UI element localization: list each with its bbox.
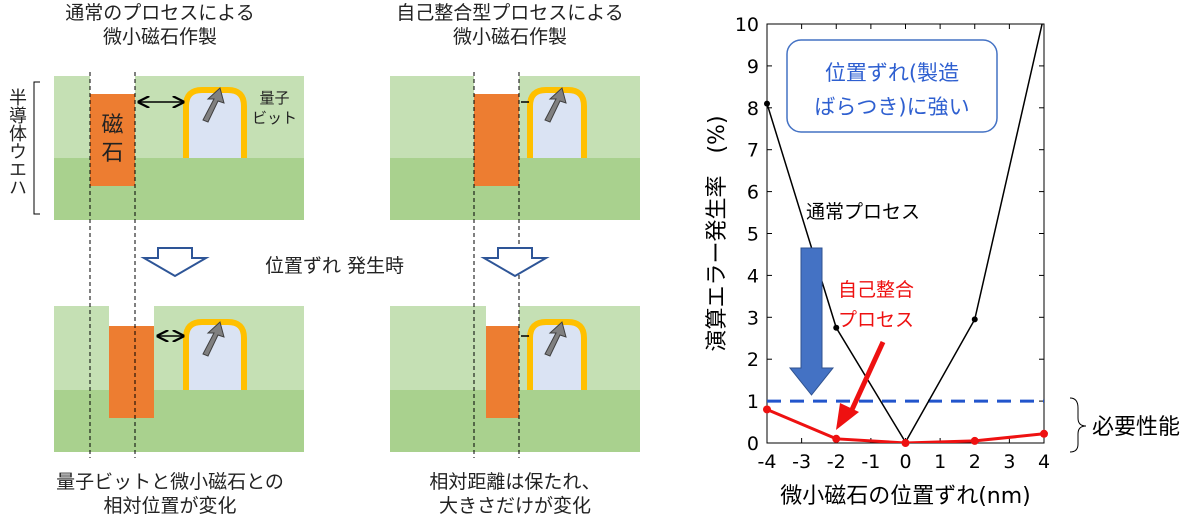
y-tick-label: 8 (747, 98, 759, 120)
self-title-line2: 微小磁石作製 (452, 26, 567, 48)
spin-arrow-icon (544, 321, 567, 357)
qubit (527, 87, 587, 158)
self-aligned-process-title: 自己整合型プロセスによる 微小磁石作製 (370, 1, 650, 49)
qubit-label-line1: 量子 (259, 89, 290, 107)
down-arrow-icon (480, 247, 550, 278)
data-point (971, 316, 978, 323)
y-tick-label: 10 (735, 14, 759, 36)
x-tick-label: 2 (969, 451, 981, 473)
normal-caption-line2: 相対位置が変化 (103, 495, 237, 517)
threshold-bracket (1069, 397, 1087, 453)
qubit (183, 87, 247, 158)
self-title-line1: 自己整合型プロセスによる (396, 2, 624, 24)
qubit (183, 319, 247, 390)
normal-aligned-block (54, 76, 304, 220)
x-tick-label: 4 (1038, 451, 1050, 473)
x-tick-label: -1 (861, 451, 880, 473)
qubit-label: 量子 ビット (252, 88, 297, 128)
red-arrow-head-icon (836, 403, 859, 430)
callout-line2: ばらつき)に強い (814, 95, 969, 119)
magnet (109, 326, 154, 418)
process-schematic (33, 72, 640, 458)
magnet-label-line2: 石 (101, 141, 124, 166)
data-point (832, 434, 841, 443)
callout-box (786, 39, 998, 133)
self-misaligned-block (390, 306, 640, 452)
y-tick-label: 5 (747, 224, 759, 246)
normal-title-line1: 通常のプロセスによる (65, 2, 255, 24)
x-tick-label: -4 (758, 451, 777, 473)
wafer-bracket (33, 81, 40, 215)
qubit (527, 319, 587, 390)
magnet (90, 94, 135, 186)
misalignment-label: 位置ずれ 発生時 (265, 255, 405, 277)
data-point (1040, 429, 1048, 438)
qubit-label-line2: ビット (252, 109, 298, 127)
y-tick-label: 0 (747, 433, 759, 455)
series-line-2 (767, 408, 1044, 443)
normal-misaligned-block (54, 306, 304, 452)
down-arrow-icon (788, 247, 835, 396)
x-tick-label: 3 (1003, 451, 1015, 473)
self-aligned-block (390, 76, 640, 220)
magnet-label: 磁 石 (90, 112, 135, 168)
x-tick-label: 1 (934, 451, 946, 473)
x-tick-label: 0 (899, 451, 911, 473)
y-tick-label: 4 (747, 265, 759, 287)
x-axis-label: 微小磁石の位置ずれ(nm) (780, 484, 1031, 509)
x-tick-label: -3 (792, 451, 811, 473)
normal-process-title: 通常のプロセスによる 微小磁石作製 (40, 1, 280, 49)
normal-title-line2: 微小磁石作製 (102, 26, 217, 48)
y-tick-label: 6 (747, 182, 759, 204)
data-point (764, 100, 770, 107)
normal-caption-line1: 量子ビットと微小磁石との (56, 471, 284, 493)
callout-line1: 位置ずれ(製造 (825, 61, 959, 85)
y-axis-label: 演算エラー発生率 (%) (705, 115, 730, 351)
magnet-label-line1: 磁 (101, 113, 124, 138)
self-process-label-2: プロセス (838, 309, 914, 331)
data-point (763, 405, 771, 414)
self-caption: 相対距離は保たれ、 大きさだけが変化 (390, 470, 640, 518)
normal-process-label: 通常プロセス (806, 201, 920, 223)
magnet (474, 94, 519, 186)
wafer-label: 半導体ウエハ (6, 88, 27, 196)
y-tick-label: 1 (747, 391, 759, 413)
data-point (901, 439, 910, 447)
red-arrow-shaft (847, 340, 886, 416)
data-point (833, 324, 840, 331)
spin-arrow-icon (202, 87, 225, 123)
x-tick-label: -2 (827, 451, 846, 473)
y-tick-label: 2 (747, 349, 759, 371)
normal-caption: 量子ビットと微小磁石との 相対位置が変化 (40, 470, 300, 518)
y-tick-label: 9 (747, 56, 759, 78)
self-caption-line1: 相対距離は保たれ、 (429, 471, 601, 493)
self-process-label-1: 自己整合 (838, 279, 914, 301)
threshold-label: 必要性能 (1092, 415, 1180, 440)
down-arrow-icon (140, 247, 210, 278)
self-caption-line2: 大きさだけが変化 (438, 495, 591, 517)
spin-arrow-icon (202, 321, 225, 357)
y-tick-label: 3 (747, 307, 759, 329)
magnet (486, 326, 519, 418)
y-tick-label: 7 (747, 140, 759, 162)
spin-arrow-icon (544, 87, 567, 123)
data-point (970, 436, 979, 445)
